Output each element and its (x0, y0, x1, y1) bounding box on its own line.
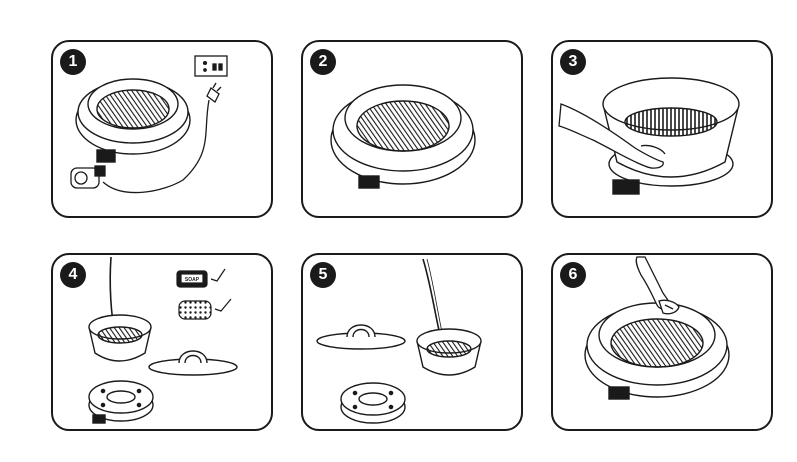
water-stream-icon (422, 258, 442, 340)
step-6-illustration (584, 256, 730, 400)
thermostat-controller-icon (70, 165, 106, 189)
sponge-icon (178, 298, 232, 320)
step-6-badge: 6 (560, 262, 586, 288)
step-5-panel: 5 (301, 253, 523, 431)
step-3-panel: 3 (551, 40, 773, 218)
step-4-badge: 4 (60, 262, 86, 288)
grill-bowl-icon (602, 77, 740, 195)
hand-icon (558, 103, 666, 169)
grill-pan-icon (330, 84, 476, 189)
step-6-panel: 6 (551, 253, 773, 431)
plug-icon (206, 82, 222, 103)
step-1-badge: 1 (60, 49, 86, 75)
lid-icon (148, 350, 238, 376)
power-cord (102, 99, 210, 194)
step-3-badge: 3 (560, 49, 586, 75)
step-3-illustration (558, 77, 740, 195)
base-icon (88, 380, 154, 424)
base-icon (340, 382, 406, 424)
step-2-badge: 2 (310, 49, 336, 75)
grill-bowl-icon (416, 328, 482, 376)
lid-icon (316, 324, 406, 350)
step-1-illustration (70, 55, 228, 194)
soap-bar-icon: SOAP (176, 268, 226, 288)
step-2-panel: 2 (301, 40, 523, 218)
step-1-panel: 1 (51, 40, 273, 218)
grill-bowl-icon (88, 314, 152, 362)
step-4-illustration: SOAP (88, 256, 238, 424)
step-5-illustration (316, 258, 482, 424)
step-2-illustration (330, 84, 476, 189)
grill-pan-icon (584, 302, 730, 400)
step-5-badge: 5 (310, 262, 336, 288)
soap-label: SOAP (185, 277, 200, 283)
wall-socket-icon (194, 55, 228, 77)
grill-pan-icon (75, 78, 191, 163)
hand-cloth-icon (635, 256, 680, 315)
step-4-panel: 4 SOAP (51, 253, 273, 431)
